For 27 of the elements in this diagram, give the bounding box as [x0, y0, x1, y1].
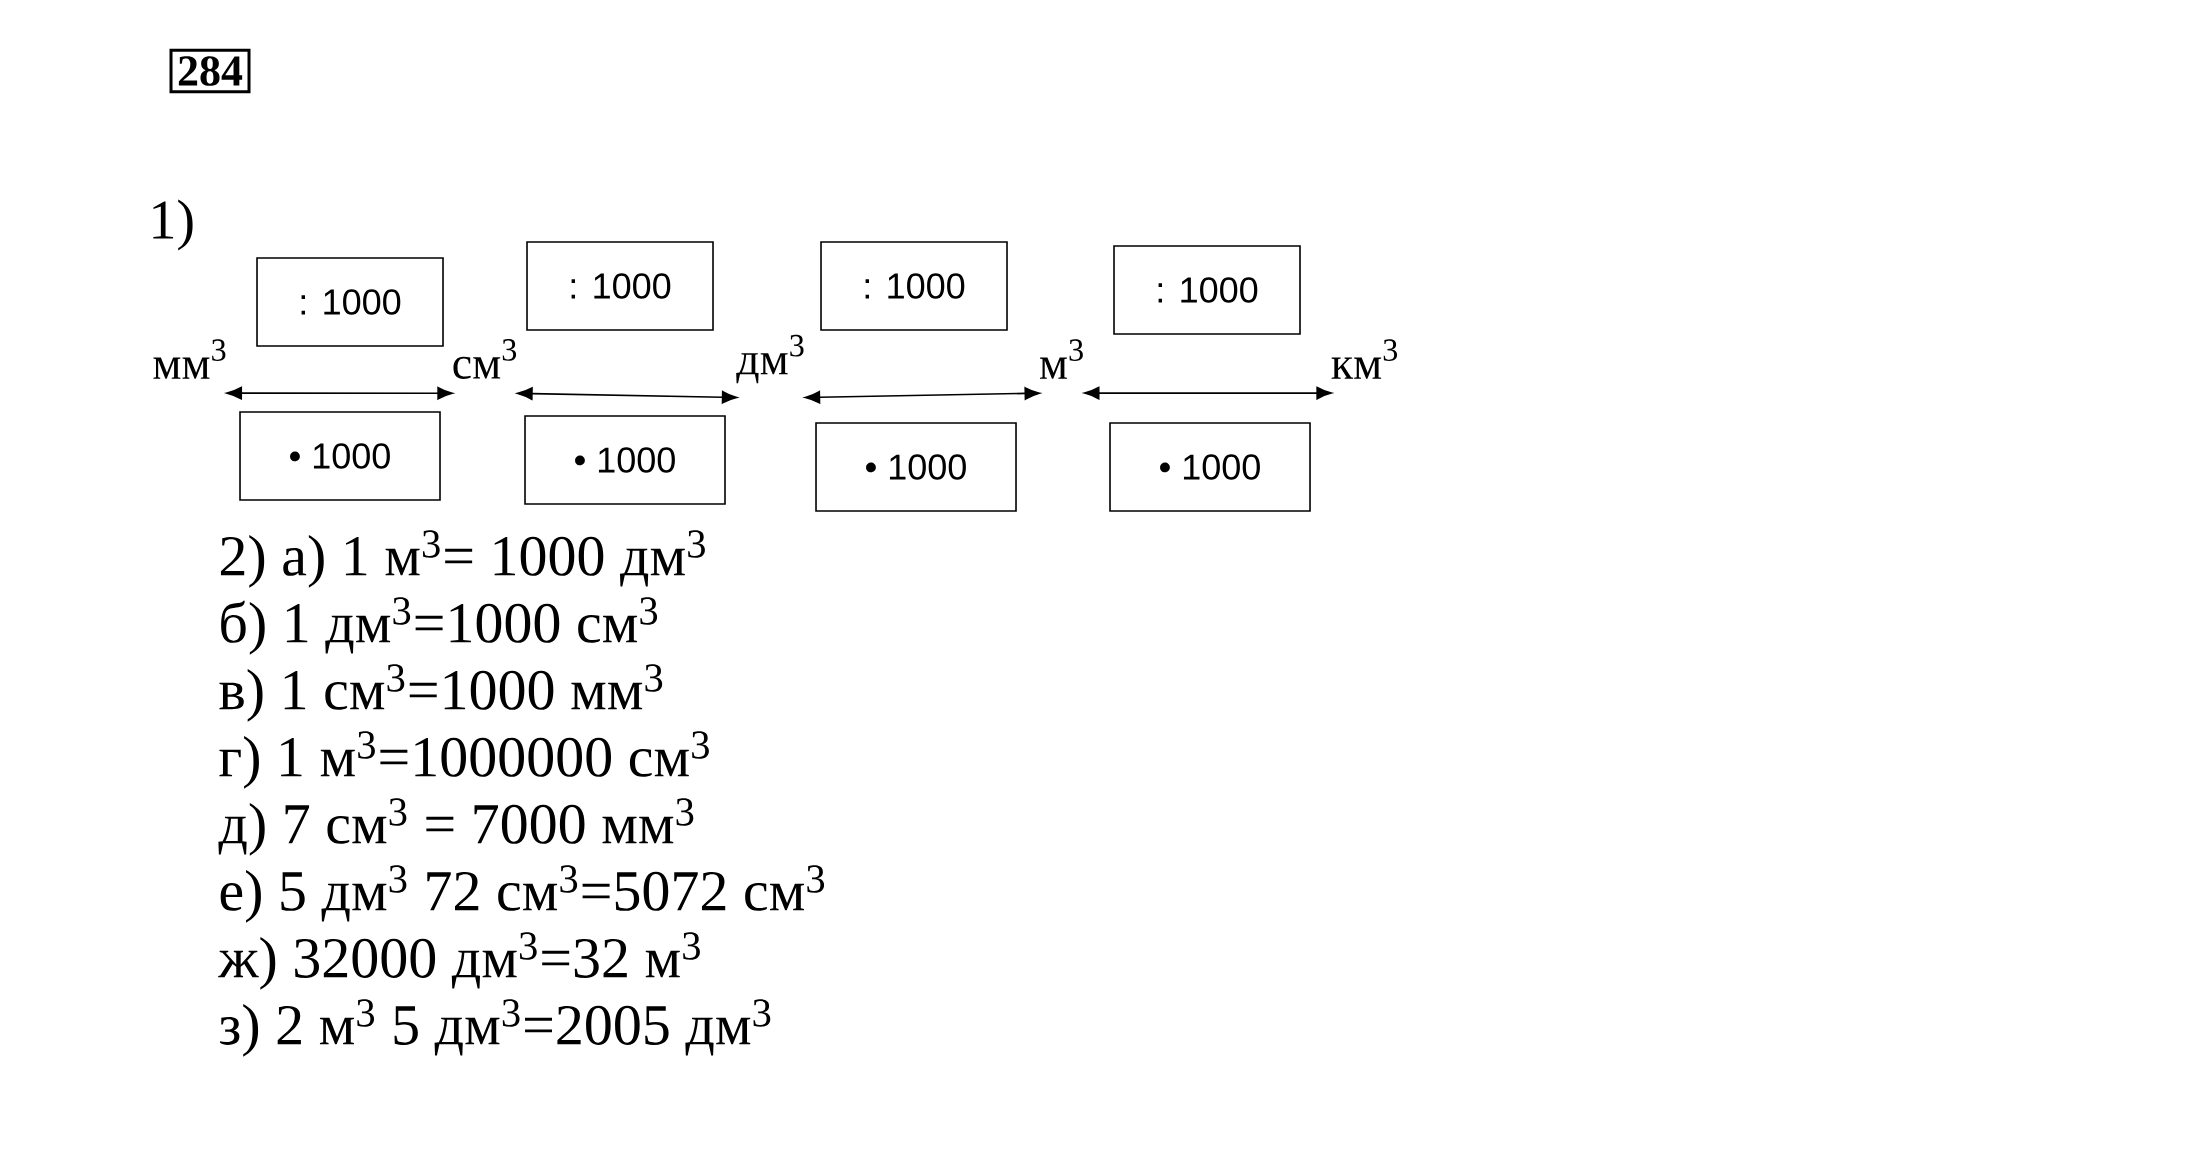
answer-line: б) 1 дм$^{3}$=1000 см$^{3}$ [221, 597, 658, 655]
problem-number: 284 [169, 48, 251, 94]
answer-line: д) 7 см$^{3}$ = 7000 мм$^{3}$ [218, 798, 694, 856]
answer-line: ж) 32000 дм$^{3}$=32 м$^{3}$ [218, 932, 700, 990]
unit-label: мм$^{3}$ [153, 339, 226, 379]
answer-line: е) 5 дм$^{3}$ 72 см$^{3}$=5072 см$^{3}$ [220, 865, 825, 923]
operation-box: : 1000 [256, 257, 444, 347]
operation-box: • 1000 [815, 422, 1017, 512]
operation-box: • 1000 [1109, 422, 1311, 512]
answer-line: з) 2 м$^{3}$ 5 дм$^{3}$=2005 дм$^{3}$ [220, 999, 771, 1057]
unit-label: км$^{3}$ [1331, 339, 1398, 379]
unit-label: м$^{3}$ [1040, 339, 1083, 379]
unit-label: см$^{3}$ [453, 339, 517, 379]
operation-box: • 1000 [524, 415, 726, 505]
operation-box: : 1000 [1113, 245, 1301, 335]
answer-line: г) 1 м$^{3}$=1000000 см$^{3}$ [219, 731, 709, 789]
answer-line: в) 1 см$^{3}$=1000 мм$^{3}$ [219, 664, 663, 722]
part-number: 1) [153, 199, 193, 251]
operation-box: • 1000 [239, 411, 441, 501]
double-arrow [1083, 386, 1332, 400]
double-arrow [226, 386, 453, 400]
operation-box: : 1000 [526, 241, 714, 331]
unit-label: дм$^{3}$ [736, 334, 804, 384]
double-arrow [804, 387, 1041, 404]
double-arrow [517, 387, 738, 404]
answer-line: 2) а) 1 м$^{3}$= 1000 дм$^{3}$ [220, 530, 705, 588]
operation-box: : 1000 [820, 241, 1008, 331]
